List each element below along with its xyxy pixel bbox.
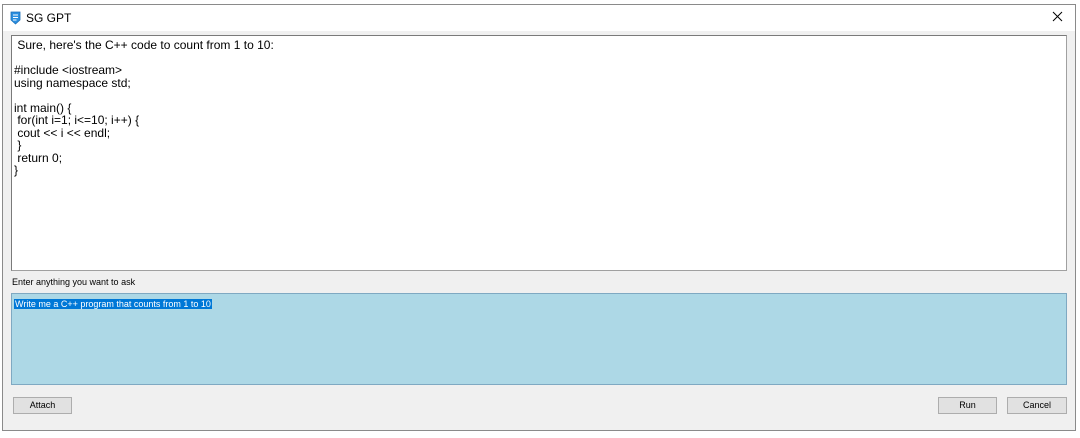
prompt-input-text: Write me a C++ program that counts from … xyxy=(14,299,212,309)
close-button[interactable] xyxy=(1041,5,1073,31)
close-icon xyxy=(1052,9,1063,27)
title-bar: SG GPT xyxy=(3,5,1075,31)
attach-button[interactable]: Attach xyxy=(13,397,72,414)
app-icon xyxy=(10,11,21,25)
window-title: SG GPT xyxy=(26,11,72,25)
response-text: Sure, here's the C++ code to count from … xyxy=(14,38,274,177)
sg-gpt-window: SG GPT Sure, here's the C++ code to coun… xyxy=(2,4,1076,431)
prompt-input[interactable]: Write me a C++ program that counts from … xyxy=(11,293,1067,385)
run-button[interactable]: Run xyxy=(938,397,997,414)
prompt-label: Enter anything you want to ask xyxy=(12,277,136,287)
response-output[interactable]: Sure, here's the C++ code to count from … xyxy=(11,35,1067,271)
cancel-button[interactable]: Cancel xyxy=(1007,397,1067,414)
